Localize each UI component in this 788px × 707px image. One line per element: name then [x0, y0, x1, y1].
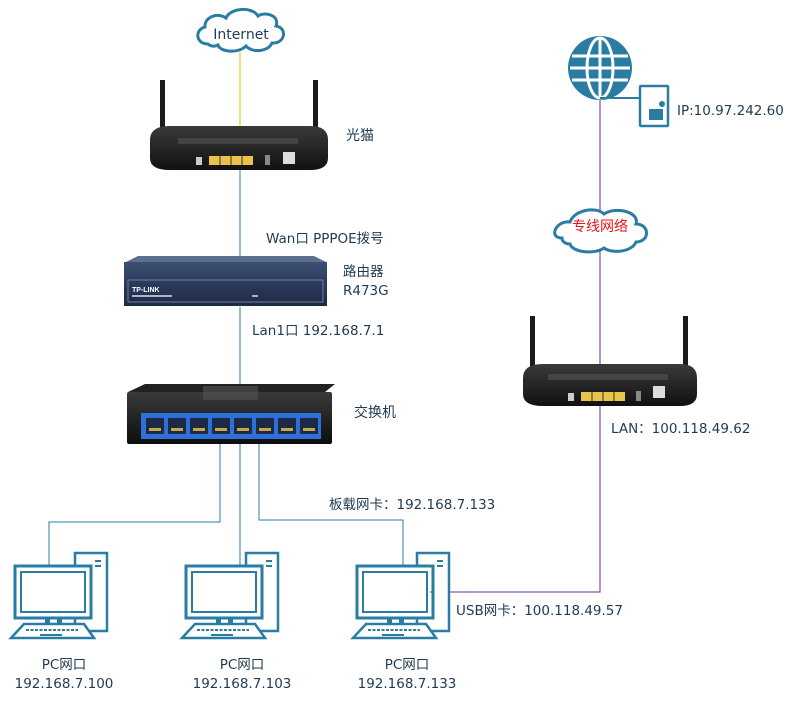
pc-1-icon — [8, 551, 109, 640]
switch-label: 交换机 — [354, 405, 396, 421]
pc-3-ip-label: 192.168.7.133 — [357, 676, 457, 692]
router-brand-text: TP-LINK — [132, 287, 160, 294]
remote-server-ip-label: IP:10.97.242.60 — [677, 103, 784, 119]
onboard-nic-label: 板载网卡：192.168.7.133 — [329, 497, 496, 513]
internet-cloud-icon — [196, 8, 285, 53]
pc-2-ip-label: 192.168.7.103 — [192, 676, 292, 692]
pc-3-port-label: PC网口 — [384, 657, 430, 673]
internet-cloud-label: Internet — [213, 27, 269, 43]
optical-modem-icon — [150, 80, 328, 170]
pc-1-port-label: PC网口 — [41, 657, 87, 673]
pc-1-ip-label: 192.168.7.100 — [14, 676, 114, 692]
pc-2-icon — [179, 551, 280, 640]
edge-switch-to-pc3 — [258, 440, 404, 566]
lan1-port-label: Lan1口 192.168.7.1 — [252, 323, 385, 339]
tp-link-router-icon: TP-LINK — [124, 256, 327, 306]
pc-2-port-label: PC网口 — [219, 657, 265, 673]
pc-3-icon — [350, 551, 451, 640]
router-label-name: 路由器 — [343, 264, 384, 280]
edge-cloud-to-pc3 — [430, 248, 601, 593]
edge-switch-to-pc1 — [48, 440, 221, 568]
usb-nic-label: USB网卡：100.118.49.57 — [456, 603, 623, 619]
dedicated-cloud-icon — [553, 208, 648, 254]
switch-icon — [127, 384, 335, 444]
dedicated-modem-icon — [523, 316, 697, 406]
dedicated-modem-lan-label: LAN：100.118.49.62 — [611, 421, 751, 437]
optical-modem-label: 光猫 — [346, 128, 374, 144]
dedicated-cloud-label: 专线网络 — [572, 219, 628, 235]
globe-icon — [568, 36, 640, 100]
connection-lines — [48, 52, 601, 593]
wan-port-label: Wan口 PPPOE拨号 — [266, 231, 384, 247]
server-icon — [638, 84, 670, 128]
router-label-model: R473G — [343, 283, 389, 299]
